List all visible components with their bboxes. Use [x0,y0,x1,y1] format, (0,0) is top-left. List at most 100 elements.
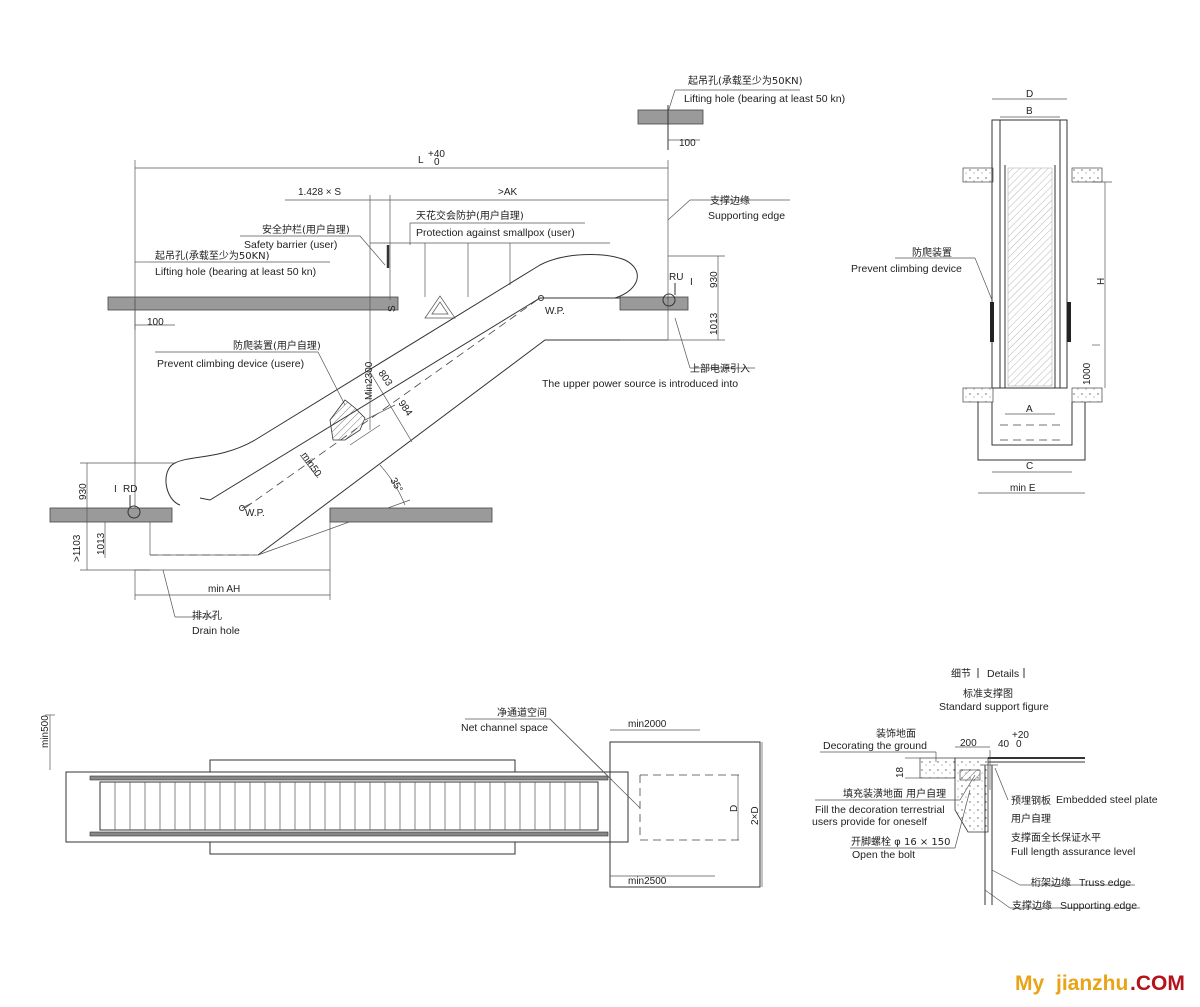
wp-upper: W.P. [545,306,565,317]
side-elevation: 100 起吊孔(承载至少为50KN) Lifting hole (bearing… [49,75,845,637]
plan-dim-D: D [729,805,740,812]
dim-984: 984 [396,398,415,418]
safety-barrier-en: Safety barrier (user) [244,239,337,251]
plan-dim-min500: min500 [40,715,51,748]
dim-100-bottom: 100 [147,317,164,328]
dim-930-bottom: 930 [78,483,89,500]
deco-ground-en: Decorating the ground [823,740,927,752]
lower-floor-slab-right [329,507,493,523]
end-dim-A: A [1026,404,1033,415]
dim-1013-bottom: 1013 [96,532,107,555]
drain-hole-cn: 排水孔 [192,609,222,622]
dim-L: L [418,155,424,166]
bolt-cn: 开脚螺栓 φ 16 × 150 [851,835,951,848]
watermark-com: .COM [1130,972,1185,995]
supp-edge-cn: 支撑边缘 [1012,899,1052,912]
end-dim-B: B [1026,106,1033,117]
deco-ground-cn: 装饰地面 [876,727,916,740]
end-anti-climb-en: Prevent climbing device [851,263,962,275]
net-channel-cn: 净通道空间 [497,706,547,719]
truss-edge-cn: 桁架边缘 [1031,876,1071,889]
support-block [954,757,989,833]
detail-dim-20: +20 [1012,730,1029,741]
end-anti-climb-cn: 防爬装置 [912,246,952,259]
fill-deco-en1: Fill the decoration terrestrial [815,804,945,816]
top-roof-slab [637,109,704,125]
dim-L-tol-zero: 0 [434,157,440,168]
fill-deco-cn: 填充装潢地面 用户自理 [843,787,946,800]
end-dim-1000: 1000 [1082,362,1093,385]
lower-floor-slab-left [49,507,173,523]
anti-climb-device [329,399,366,441]
ceiling-protection-cn: 天花交会防护(用户自理) [416,209,524,222]
fill-deco-en2: users provide for oneself [812,816,927,828]
level-en: Full length assurance level [1011,846,1135,858]
plan-steps [114,782,581,830]
plan-dim-min2000: min2000 [628,719,667,730]
ru-label: RU [669,272,683,283]
embedded-plate-en: Embedded steel plate [1056,794,1158,806]
end-dim-H: H [1096,278,1107,285]
dim-100-top: 100 [679,138,696,149]
bolt-en: Open the bolt [852,849,915,861]
plan-dim-min2500: min2500 [628,876,667,887]
upper-floor-slab-left [107,296,399,311]
drain-hole-en: Drain hole [192,625,240,637]
level-cn: 支撑面全长保证水平 [1011,831,1101,844]
supporting-edge-cn: 支撑边缘 [710,194,750,207]
truss-edge-en: Truss edge [1079,877,1131,889]
anti-climb-side-cn: 防爬装置(用户自理) [233,339,321,352]
dim-ak: >AK [498,187,518,198]
embedded-plate-cn: 预埋钢板 [1011,794,1051,807]
details-view: 细节 Details 标准支撑图 Standard support figure… [812,667,1158,912]
lifting-hole-bottom-en: Lifting hole (bearing at least 50 kn) [155,266,316,278]
end-dim-D: D [1026,89,1033,100]
dim-1428s: 1.428 × S [298,187,341,198]
upper-power-cn: 上部电源引入 [690,362,750,375]
lifting-hole-top-en: Lifting hole (bearing at least 50 kn) [684,93,845,105]
end-dim-minE: min E [1010,483,1036,494]
dim-L-tol-plus: +40 [428,149,445,160]
plan-dim-2D: 2×D [750,806,761,825]
safety-barrier-cn: 安全护栏(用户自理) [262,223,350,236]
escalator-truss-top [199,297,620,501]
details-title-en: Standard support figure [939,701,1049,713]
upper-power-en: The upper power source is introduced int… [542,378,738,390]
details-header-en: Details [987,668,1019,680]
lifting-hole-top-cn: 起吊孔(承载至少为50KN) [688,75,803,87]
detail-dim-0: 0 [1016,739,1022,750]
watermark: My jianzhu .COM [1015,972,1185,995]
end-view: D B H 1000 A C min E 防爬装置 Prevent climbi… [851,89,1112,494]
watermark-jianzhu: jianzhu [1055,972,1128,995]
escalator-handrail [165,254,638,506]
detail-dim-200: 200 [960,738,977,749]
rd-label: RD [123,484,137,495]
details-title-cn: 标准支撑图 [963,687,1013,700]
dim-1103: >1103 [72,534,83,562]
dim-min-ah: min AH [208,584,240,595]
details-header-cn: 细节 [951,667,971,680]
dim-min2300: Min2300 [364,361,375,400]
rd-mark: I [114,484,117,495]
supporting-edge-en: Supporting edge [708,210,785,222]
escalator-truss-bottom [257,339,668,556]
detail-dim-18: 18 [895,766,906,778]
embedded-plate-user: 用户自理 [1011,812,1051,825]
dim-1013-top: 1013 [709,312,720,335]
anti-climb-side-en: Prevent climbing device (usere) [157,358,304,370]
net-channel-en: Net channel space [461,722,548,734]
dim-angle: 35° [387,476,404,495]
end-dim-C: C [1026,461,1033,472]
upper-floor-slab-right [619,296,689,311]
end-view-steps [1007,167,1053,387]
dim-s: S [387,305,398,312]
detail-dim-40: 40 [998,739,1010,750]
ceiling-protection-en: Protection against smallpox (user) [416,227,575,239]
ru-mark: I [690,277,693,288]
dim-930-top: 930 [709,271,720,288]
lifting-hole-bottom-cn: 起吊孔(承载至少为50KN) [155,250,270,262]
plan-view: min500 min2000 min2500 D 2×D 净通道空间 Net c… [40,706,763,888]
watermark-my: My [1015,972,1044,995]
